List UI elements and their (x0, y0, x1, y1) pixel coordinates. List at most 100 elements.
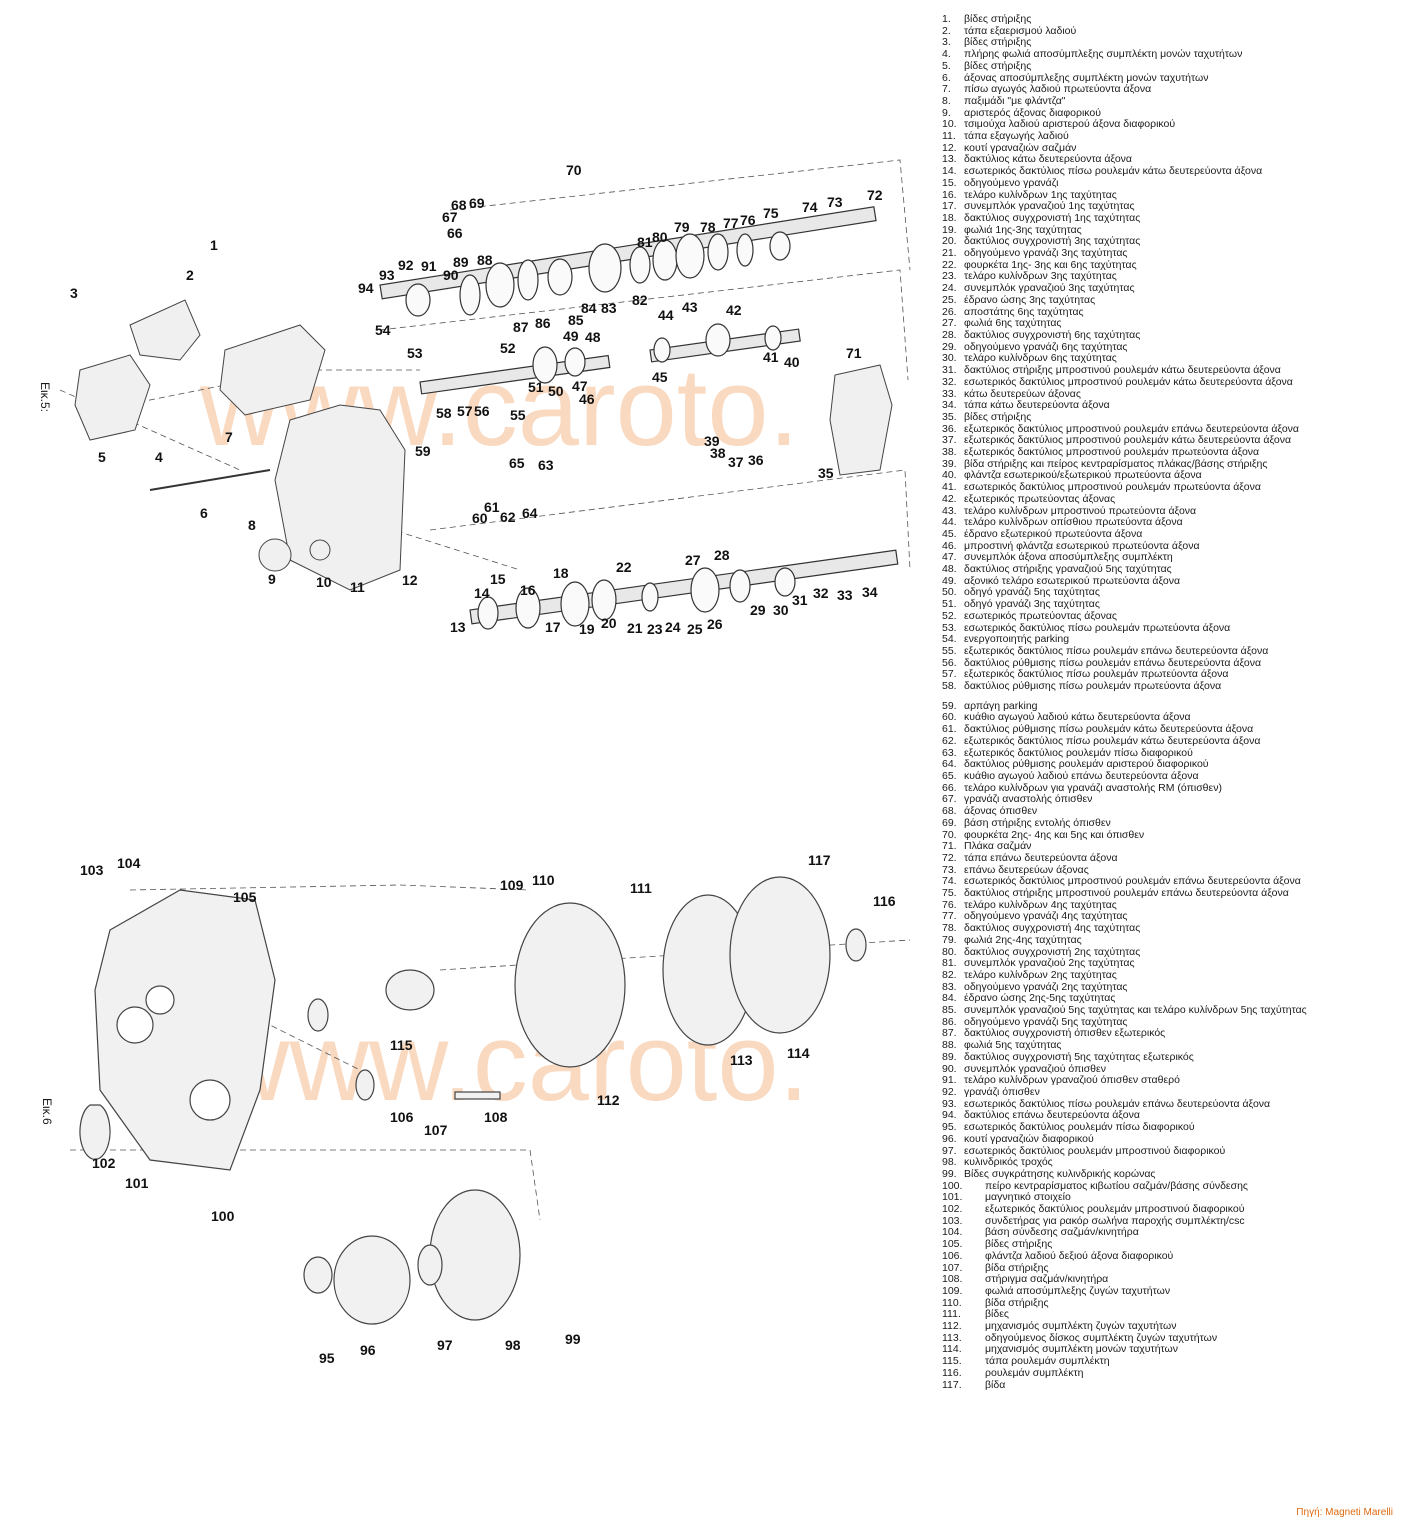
legend-item: 47.συνεμπλόκ άξονα αποσύμπλεξης συμπλέκτ… (942, 552, 1397, 564)
legend-item-text: Πλάκα σαζμάν (964, 840, 1032, 853)
legend-item: 10.τσιμούχα λαδιού αριστερού άξονα διαφο… (942, 119, 1397, 131)
legend-item-text: μηχανισμός συμπλέκτη μονών ταχυτήτων (985, 1343, 1178, 1356)
legend-item-number: 83. (942, 980, 957, 993)
bore-1 (116, 1006, 154, 1044)
callout-16: 16 (520, 582, 536, 598)
legend-item: 77.οδηγούμενο γρανάζι 4ης ταχύτητας (942, 911, 1397, 923)
callout-94: 94 (358, 280, 374, 296)
callout-58: 58 (436, 405, 452, 421)
release-shaft-6 (149, 469, 271, 491)
legend-item-text: εξωτερικός δακτύλιος μπροστινού ρουλεμάν… (964, 434, 1292, 447)
legend-item-number: 9. (942, 106, 951, 119)
legend-item-number: 106. (942, 1249, 963, 1262)
differential-housing-96 (333, 1235, 411, 1325)
callout-64: 64 (522, 505, 538, 521)
legend-item-number: 20. (942, 235, 957, 248)
legend-item-text: εσωτερικός δακτύλιος ρουλεμάν πίσω διαφο… (964, 1121, 1195, 1134)
legend-item-number: 99. (942, 1167, 957, 1180)
gear-ring (560, 581, 590, 627)
legend-item: 35.βίδες στήριξης (942, 411, 1397, 424)
callout-35: 35 (818, 465, 834, 481)
legend-item: 72.τάπα επάνω δευτερεύοντα άξονα (942, 852, 1397, 865)
legend-item-text: δακτύλιος συγχρονιστή 5ης ταχύτητας εξωτ… (964, 1050, 1194, 1063)
legend-item-text: Βίδες συγκράτησης κυλινδρικής κορώνας (964, 1167, 1156, 1180)
legend-item-number: 92. (942, 1085, 957, 1098)
legend-item: 28.δακτύλιος συγχρονιστή 6ης ταχύτητας (942, 329, 1397, 342)
legend-item: 36.εξωτερικός δακτύλιος μπροστινού ρουλε… (942, 423, 1397, 436)
legend-item-text: φλάντζα εσωτερικού/εξωτερικού πρωτεύοντα… (964, 469, 1202, 482)
legend-item: 13.δακτύλιος κάτω δευτερεύοντα άξονα (942, 154, 1397, 166)
legend-item-text: οδηγό γρανάζι 5ης ταχύτητας (964, 586, 1100, 599)
legend-item: 34.τάπα κάτω δευτερεύοντα άξονα (942, 399, 1397, 412)
legend-item-number: 107. (942, 1261, 963, 1274)
callout-17: 17 (545, 619, 561, 635)
legend-item-text: εξωτερικός δακτύλιος μπροστινού ρουλεμάν… (964, 446, 1260, 459)
legend-item-number: 3. (942, 36, 951, 49)
legend-item-number: 82. (942, 968, 957, 981)
callout-83: 83 (601, 300, 617, 316)
legend-item-number: 76. (942, 898, 957, 911)
legend-item-text: εσωτερικός δακτύλιος μπροστινού ρουλεμάν… (964, 375, 1293, 388)
legend-item-text: κυάθιο αγωγού λαδιού κάτω δευτερεύοντα ά… (964, 711, 1191, 724)
differential-shaft-9 (258, 538, 292, 572)
legend-item-text: τελάρο κυλίνδρων 6ης ταχύτητας (964, 352, 1117, 365)
legend-item-text: εξωτερικός πρωτεύοντας άξονας (964, 492, 1116, 505)
callout-20: 20 (601, 615, 617, 631)
callout-81: 81 (637, 234, 653, 250)
legend-item-text: βίδα (985, 1378, 1006, 1391)
callout-97: 97 (437, 1337, 453, 1353)
legend-item-number: 46. (942, 539, 957, 552)
legend-item-text: οδηγούμενο γρανάζι 5ης ταχύτητας (964, 1015, 1128, 1028)
gear-housing-12 (274, 404, 406, 591)
gear-ring (769, 231, 791, 261)
legend-item: 64.δακτύλιος ρύθμισης ρουλεμάν αριστερού… (942, 759, 1397, 771)
legend-item-text: βάση στήριξης εντολής όπισθεν (964, 816, 1111, 829)
callout-15: 15 (490, 571, 506, 587)
gear-ring (653, 337, 671, 363)
callout-108: 108 (484, 1109, 508, 1125)
legend-item-number: 69. (942, 816, 957, 829)
legend-item-text: συνεμπλόκ γραναζιού 1ης ταχύτητας (964, 200, 1135, 213)
legend-item-number: 33. (942, 387, 957, 400)
gear-ring (764, 325, 782, 351)
gear-ring (729, 569, 751, 603)
callout-33: 33 (837, 587, 853, 603)
legend-item-text: δακτύλιος στήριξης γραναζιού 5ης ταχύτητ… (964, 563, 1172, 576)
legend-item-text: δακτύλιος ρύθμισης πίσω ρουλεμάν επάνω δ… (964, 656, 1262, 669)
legend-item-number: 42. (942, 492, 957, 505)
legend-item-number: 62. (942, 734, 957, 747)
legend-item: 84.έδρανο ώσης 2ης-5ης ταχύτητας (942, 993, 1397, 1005)
callout-4: 4 (155, 449, 163, 465)
callout-19: 19 (579, 621, 595, 637)
callout-31: 31 (792, 592, 808, 608)
legend-item-text: γρανάζι αναστολής όπισθεν (964, 793, 1093, 806)
legend-item-number: 79. (942, 933, 957, 946)
legend-item-number: 17. (942, 200, 957, 213)
release-bearing-116 (845, 928, 867, 962)
callout-56: 56 (474, 403, 490, 419)
legend-item-number: 7. (942, 83, 951, 96)
bore-3 (189, 1079, 231, 1121)
callout-71: 71 (846, 345, 862, 361)
legend-item: 50.οδηγό γρανάζι 5ης ταχύτητας (942, 587, 1397, 599)
legend-item-number: 94. (942, 1109, 957, 1122)
callout-59: 59 (415, 443, 431, 459)
legend-item-text: δακτύλιος συγχρονιστή 1ης ταχύτητας (964, 211, 1141, 224)
gear-ring (547, 258, 573, 296)
legend-item-text: τάπα ρουλεμάν συμπλέκτη (985, 1355, 1110, 1368)
legend-item: 56.δακτύλιος ρύθμισης πίσω ρουλεμάν επάν… (942, 656, 1397, 670)
legend-item-number: 87. (942, 1027, 957, 1040)
legend-item-text: δακτύλιος επάνω δευτερεύοντα άξονα (964, 1109, 1140, 1122)
legend-item-text: τελάρο κυλίνδρων 3ης ταχύτητας (964, 270, 1117, 283)
gear-ring (532, 346, 558, 384)
seal-10 (309, 539, 331, 561)
legend-item-number: 85. (942, 1004, 957, 1017)
legend-item-text: άξονας όπισθεν (964, 805, 1038, 818)
legend-item: 44.τελάρο κυλίνδρων οπίσθιου πρωτεύοντα … (942, 517, 1397, 529)
crown-wheel-98 (429, 1189, 521, 1321)
legend-item-text: τάπα εξαγωγής λαδιού (964, 130, 1069, 143)
legend-item-text: τάπα εξαερισμού λαδιού (964, 24, 1077, 37)
callout-90: 90 (443, 267, 459, 283)
